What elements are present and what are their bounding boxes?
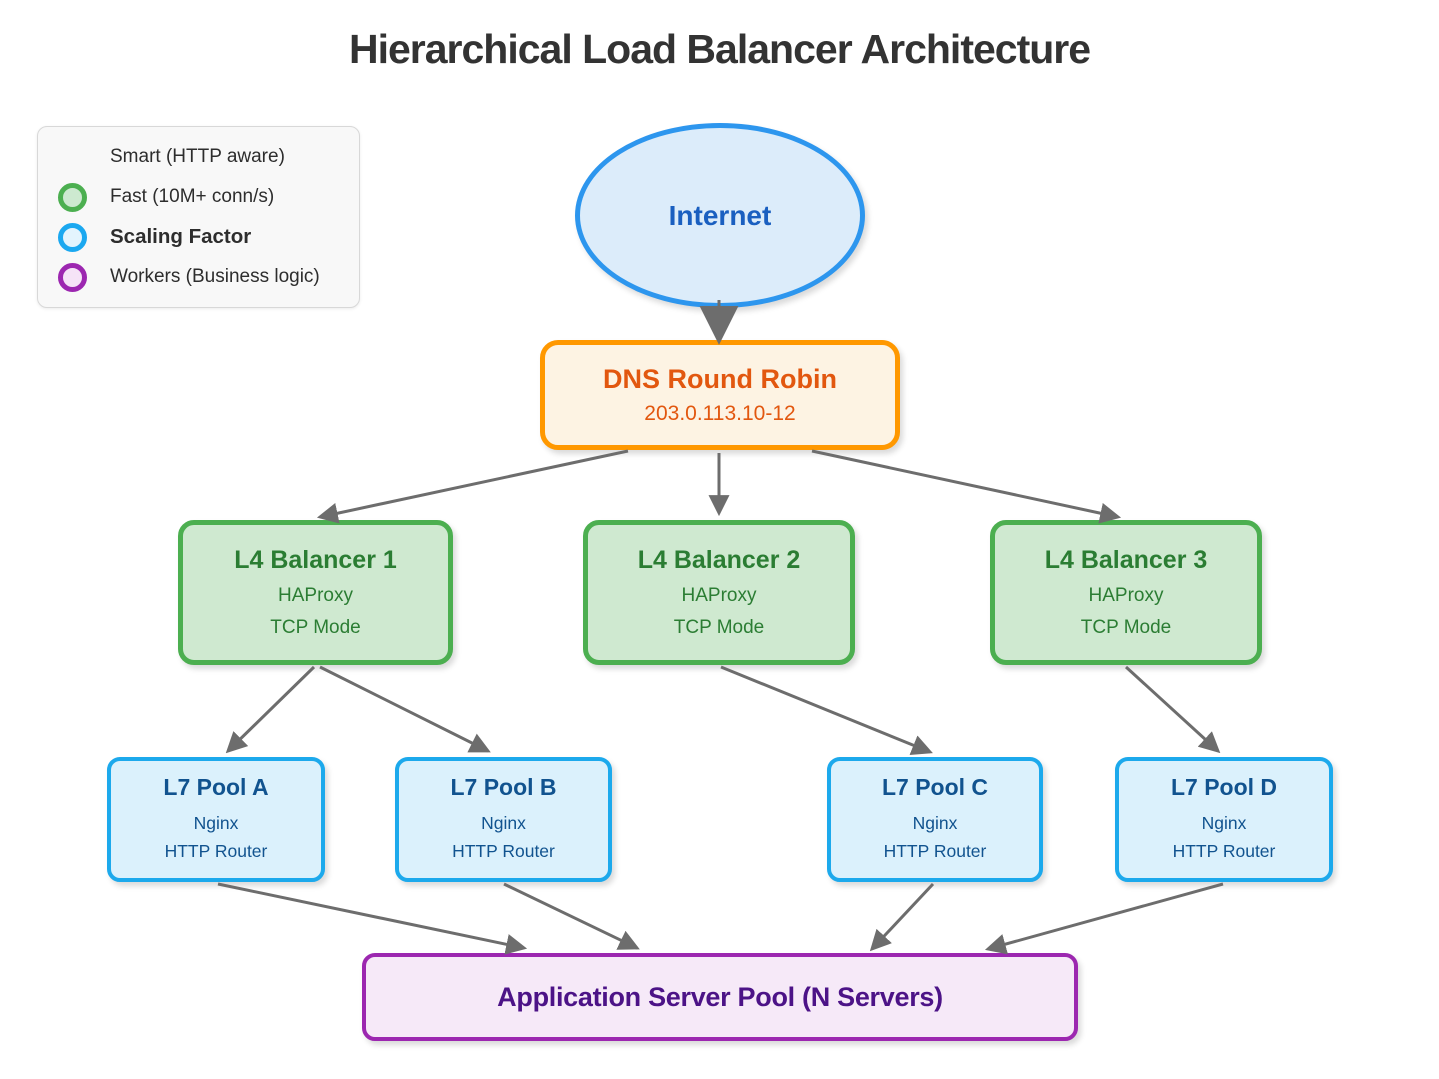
l7-software: Nginx [193, 813, 239, 834]
edge-pool-b-app [503, 882, 640, 950]
legend-label: Smart (HTTP aware) [110, 146, 285, 167]
edge-l4-1-pool-b [319, 665, 491, 753]
node-l7-pool-a: L7 Pool A Nginx HTTP Router [107, 757, 325, 882]
l4-title: L4 Balancer 1 [234, 546, 397, 574]
node-l7-pool-d: L7 Pool D Nginx HTTP Router [1115, 757, 1333, 882]
node-l4-balancer-2: L4 Balancer 2 HAProxy TCP Mode [583, 520, 855, 665]
dns-ip-range: 203.0.113.10-12 [644, 402, 796, 425]
l7-software: Nginx [1201, 813, 1247, 834]
legend-item-workers: Workers (Business logic) [58, 260, 353, 294]
l4-software: HAProxy [278, 585, 353, 606]
l7-title: L7 Pool A [163, 774, 269, 801]
green-circle-icon [58, 182, 87, 212]
edge-dns-l4-1 [316, 449, 629, 524]
edge-l4-2-pool-c [720, 665, 933, 756]
l4-software: HAProxy [1088, 585, 1164, 606]
edge-pool-d-app [984, 882, 1224, 955]
edge-l4-3-pool-d [1124, 665, 1221, 754]
dns-title: DNS Round Robin [603, 364, 837, 394]
legend-item-fast: Fast (10M+ conn/s) [58, 180, 353, 214]
l4-mode: TCP Mode [270, 617, 361, 638]
node-l4-balancer-3: L4 Balancer 3 HAProxy TCP Mode [990, 520, 1262, 665]
diagram-title: Hierarchical Load Balancer Architecture [348, 26, 1091, 72]
l4-title: L4 Balancer 3 [1044, 546, 1208, 574]
edge-dns-l4-3 [811, 449, 1122, 524]
legend-swatch-empty [58, 143, 87, 172]
l7-role: HTTP Router [1172, 840, 1276, 861]
node-l7-pool-c: L7 Pool C Nginx HTTP Router [827, 757, 1043, 882]
node-app-server-pool: Application Server Pool (N Servers) [362, 953, 1078, 1041]
legend-item-smart: Smart (HTTP aware) [58, 140, 353, 174]
legend-label: Fast (10M+ conn/s) [110, 186, 275, 207]
l4-software: HAProxy [681, 585, 757, 606]
purple-circle-icon [58, 262, 87, 292]
l7-title: L7 Pool B [450, 774, 557, 801]
l7-software: Nginx [481, 813, 526, 834]
legend: Smart (HTTP aware) Fast (10M+ conn/s) Sc… [37, 126, 360, 308]
node-dns-round-robin: DNS Round Robin 203.0.113.10-12 [540, 340, 900, 450]
node-l7-pool-b: L7 Pool B Nginx HTTP Router [395, 757, 612, 882]
legend-item-scaling: Scaling Factor [58, 220, 353, 254]
edge-pool-a-app [217, 882, 528, 955]
legend-label: Scaling Factor [110, 225, 252, 248]
l7-role: HTTP Router [883, 840, 987, 861]
l7-role: HTTP Router [164, 840, 268, 861]
legend-label: Workers (Business logic) [110, 266, 320, 287]
l7-software: Nginx [912, 813, 958, 834]
l4-title: L4 Balancer 2 [637, 546, 801, 574]
l7-title: L7 Pool C [881, 774, 989, 801]
l7-title: L7 Pool D [1170, 774, 1278, 801]
internet-label: Internet [668, 199, 772, 231]
edge-l4-1-pool-a [225, 665, 316, 754]
l4-mode: TCP Mode [1080, 617, 1172, 638]
l4-mode: TCP Mode [673, 617, 765, 638]
node-l4-balancer-1: L4 Balancer 1 HAProxy TCP Mode [178, 520, 453, 665]
l7-role: HTTP Router [452, 840, 555, 861]
app-pool-label: Application Server Pool (N Servers) [497, 981, 943, 1012]
node-internet: Internet [575, 123, 865, 308]
blue-circle-icon [58, 222, 87, 252]
edge-pool-c-app [869, 882, 935, 952]
